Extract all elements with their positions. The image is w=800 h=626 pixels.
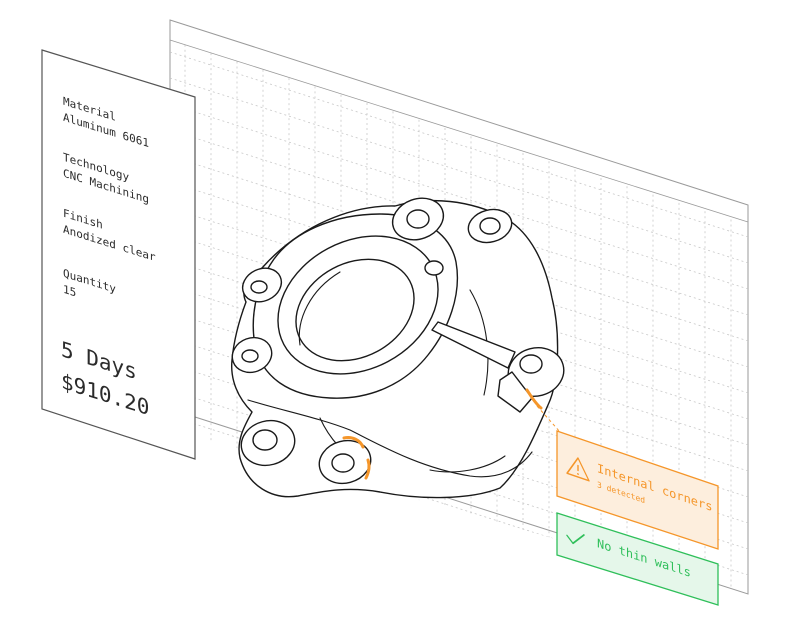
grid-line	[170, 77, 748, 264]
quantity-value: 15	[63, 283, 76, 300]
spec-panel: Material Aluminum 6061 Technology CNC Ma…	[41, 49, 196, 460]
internal-corners-card[interactable]: Internal corners 3 detected	[556, 430, 719, 550]
machined-part-illustration	[231, 197, 565, 499]
mounting-bosses	[231, 197, 565, 485]
grid-line	[170, 155, 748, 342]
grid-line	[170, 181, 748, 368]
check-icon	[566, 534, 585, 545]
grid-line	[170, 51, 748, 238]
warning-triangle-icon	[566, 457, 590, 482]
grid-line	[170, 103, 748, 290]
part-rib	[431, 321, 516, 369]
grid-line	[170, 207, 748, 394]
internal-corner-highlights	[342, 388, 543, 480]
part-bore-inner	[295, 258, 415, 362]
grid-line	[170, 129, 748, 316]
